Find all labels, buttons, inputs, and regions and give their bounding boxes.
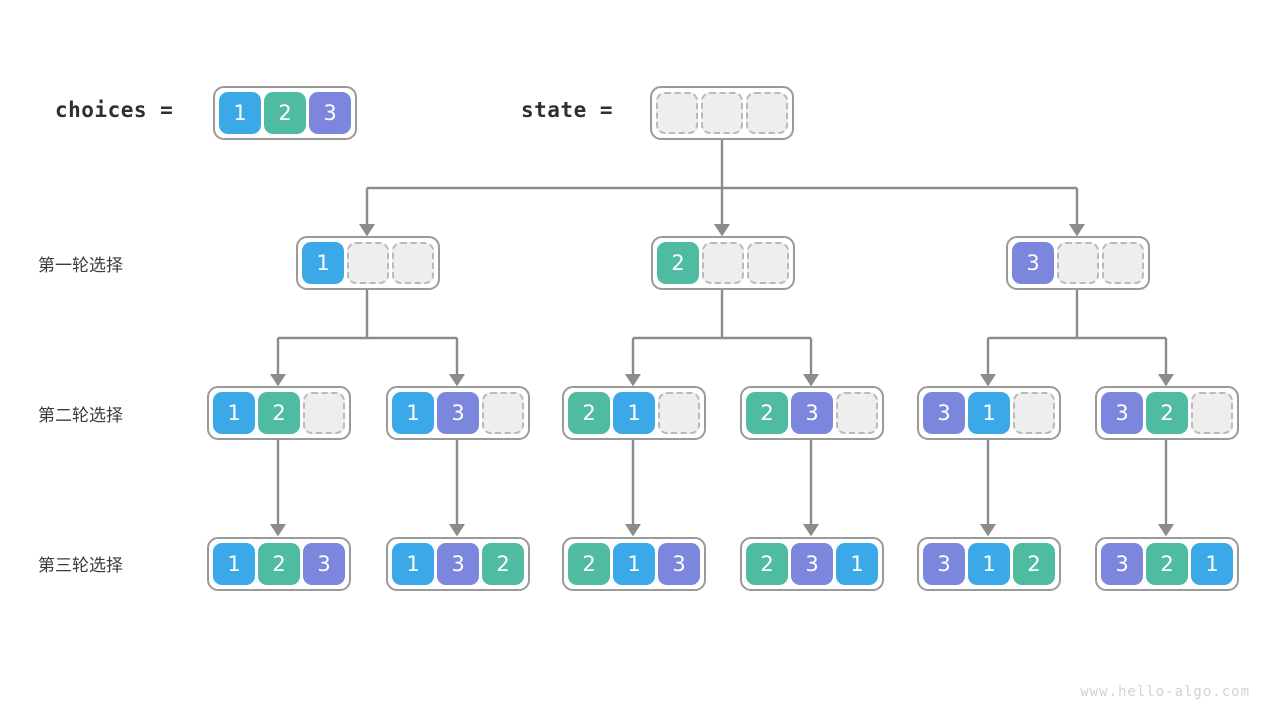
row-label-2: 第二轮选择 bbox=[38, 406, 123, 426]
level1-node-1-cell-0: 2 bbox=[657, 242, 699, 284]
level3-node-1: 1 3 2 bbox=[386, 537, 530, 591]
level3-node-4: 3 1 2 bbox=[917, 537, 1061, 591]
choices-cell-2: 3 bbox=[309, 92, 351, 134]
level1-node-2-cell-2 bbox=[1102, 242, 1144, 284]
level2-node-4: 3 1 bbox=[917, 386, 1061, 440]
level2-node-5: 3 2 bbox=[1095, 386, 1239, 440]
level1-node-1-cell-2 bbox=[747, 242, 789, 284]
level1-node-1-cell-1 bbox=[702, 242, 744, 284]
level1-node-2: 3 bbox=[1006, 236, 1150, 290]
watermark: www.hello-algo.com bbox=[1080, 684, 1250, 700]
row-label-1: 第一轮选择 bbox=[38, 256, 123, 276]
level1-node-1: 2 bbox=[651, 236, 795, 290]
level3-node-0-cell-2: 3 bbox=[303, 543, 345, 585]
level2-node-0: 1 2 bbox=[207, 386, 351, 440]
level2-node-4-cell-2 bbox=[1013, 392, 1055, 434]
level3-node-0: 1 2 3 bbox=[207, 537, 351, 591]
level2-node-5-cell-0: 3 bbox=[1101, 392, 1143, 434]
level3-node-4-cell-1: 1 bbox=[968, 543, 1010, 585]
choices-cell-1: 2 bbox=[264, 92, 306, 134]
level3-node-2-cell-2: 3 bbox=[658, 543, 700, 585]
level3-node-1-cell-1: 3 bbox=[437, 543, 479, 585]
level3-node-4-cell-2: 2 bbox=[1013, 543, 1055, 585]
level3-node-3-cell-2: 1 bbox=[836, 543, 878, 585]
level3-node-1-cell-2: 2 bbox=[482, 543, 524, 585]
level3-node-5-cell-2: 1 bbox=[1191, 543, 1233, 585]
level1-node-2-cell-0: 3 bbox=[1012, 242, 1054, 284]
level1-node-0-cell-0: 1 bbox=[302, 242, 344, 284]
level2-node-3: 2 3 bbox=[740, 386, 884, 440]
level2-node-0-cell-0: 1 bbox=[213, 392, 255, 434]
level2-node-4-cell-1: 1 bbox=[968, 392, 1010, 434]
choices-cell-0: 1 bbox=[219, 92, 261, 134]
level3-node-5-cell-0: 3 bbox=[1101, 543, 1143, 585]
level2-node-3-cell-1: 3 bbox=[791, 392, 833, 434]
level2-node-5-cell-2 bbox=[1191, 392, 1233, 434]
row-label-3: 第三轮选择 bbox=[38, 556, 123, 576]
level1-node-0: 1 bbox=[296, 236, 440, 290]
level2-node-2: 2 1 bbox=[562, 386, 706, 440]
level3-node-2-cell-0: 2 bbox=[568, 543, 610, 585]
state-label: state = bbox=[521, 98, 614, 122]
level3-node-4-cell-0: 3 bbox=[923, 543, 965, 585]
choices-label: choices = bbox=[55, 98, 174, 122]
level3-node-5: 3 2 1 bbox=[1095, 537, 1239, 591]
level3-node-0-cell-0: 1 bbox=[213, 543, 255, 585]
level2-node-1-cell-2 bbox=[482, 392, 524, 434]
level2-node-4-cell-0: 3 bbox=[923, 392, 965, 434]
level2-node-5-cell-1: 2 bbox=[1146, 392, 1188, 434]
level3-node-3-cell-0: 2 bbox=[746, 543, 788, 585]
state-cell-1 bbox=[701, 92, 743, 134]
level2-node-2-cell-1: 1 bbox=[613, 392, 655, 434]
level3-node-5-cell-1: 2 bbox=[1146, 543, 1188, 585]
level1-node-0-cell-1 bbox=[347, 242, 389, 284]
choices-array: 1 2 3 bbox=[213, 86, 357, 140]
level3-node-1-cell-0: 1 bbox=[392, 543, 434, 585]
level1-node-2-cell-1 bbox=[1057, 242, 1099, 284]
level3-node-3-cell-1: 3 bbox=[791, 543, 833, 585]
level3-node-0-cell-1: 2 bbox=[258, 543, 300, 585]
level2-node-1-cell-1: 3 bbox=[437, 392, 479, 434]
level2-node-0-cell-1: 2 bbox=[258, 392, 300, 434]
level2-node-3-cell-0: 2 bbox=[746, 392, 788, 434]
level3-node-2-cell-1: 1 bbox=[613, 543, 655, 585]
level3-node-3: 2 3 1 bbox=[740, 537, 884, 591]
level2-node-2-cell-0: 2 bbox=[568, 392, 610, 434]
level2-node-1: 1 3 bbox=[386, 386, 530, 440]
level2-node-1-cell-0: 1 bbox=[392, 392, 434, 434]
level2-node-2-cell-2 bbox=[658, 392, 700, 434]
state-cell-2 bbox=[746, 92, 788, 134]
level1-node-0-cell-2 bbox=[392, 242, 434, 284]
state-array bbox=[650, 86, 794, 140]
level2-node-3-cell-2 bbox=[836, 392, 878, 434]
state-cell-0 bbox=[656, 92, 698, 134]
level3-node-2: 2 1 3 bbox=[562, 537, 706, 591]
level2-node-0-cell-2 bbox=[303, 392, 345, 434]
